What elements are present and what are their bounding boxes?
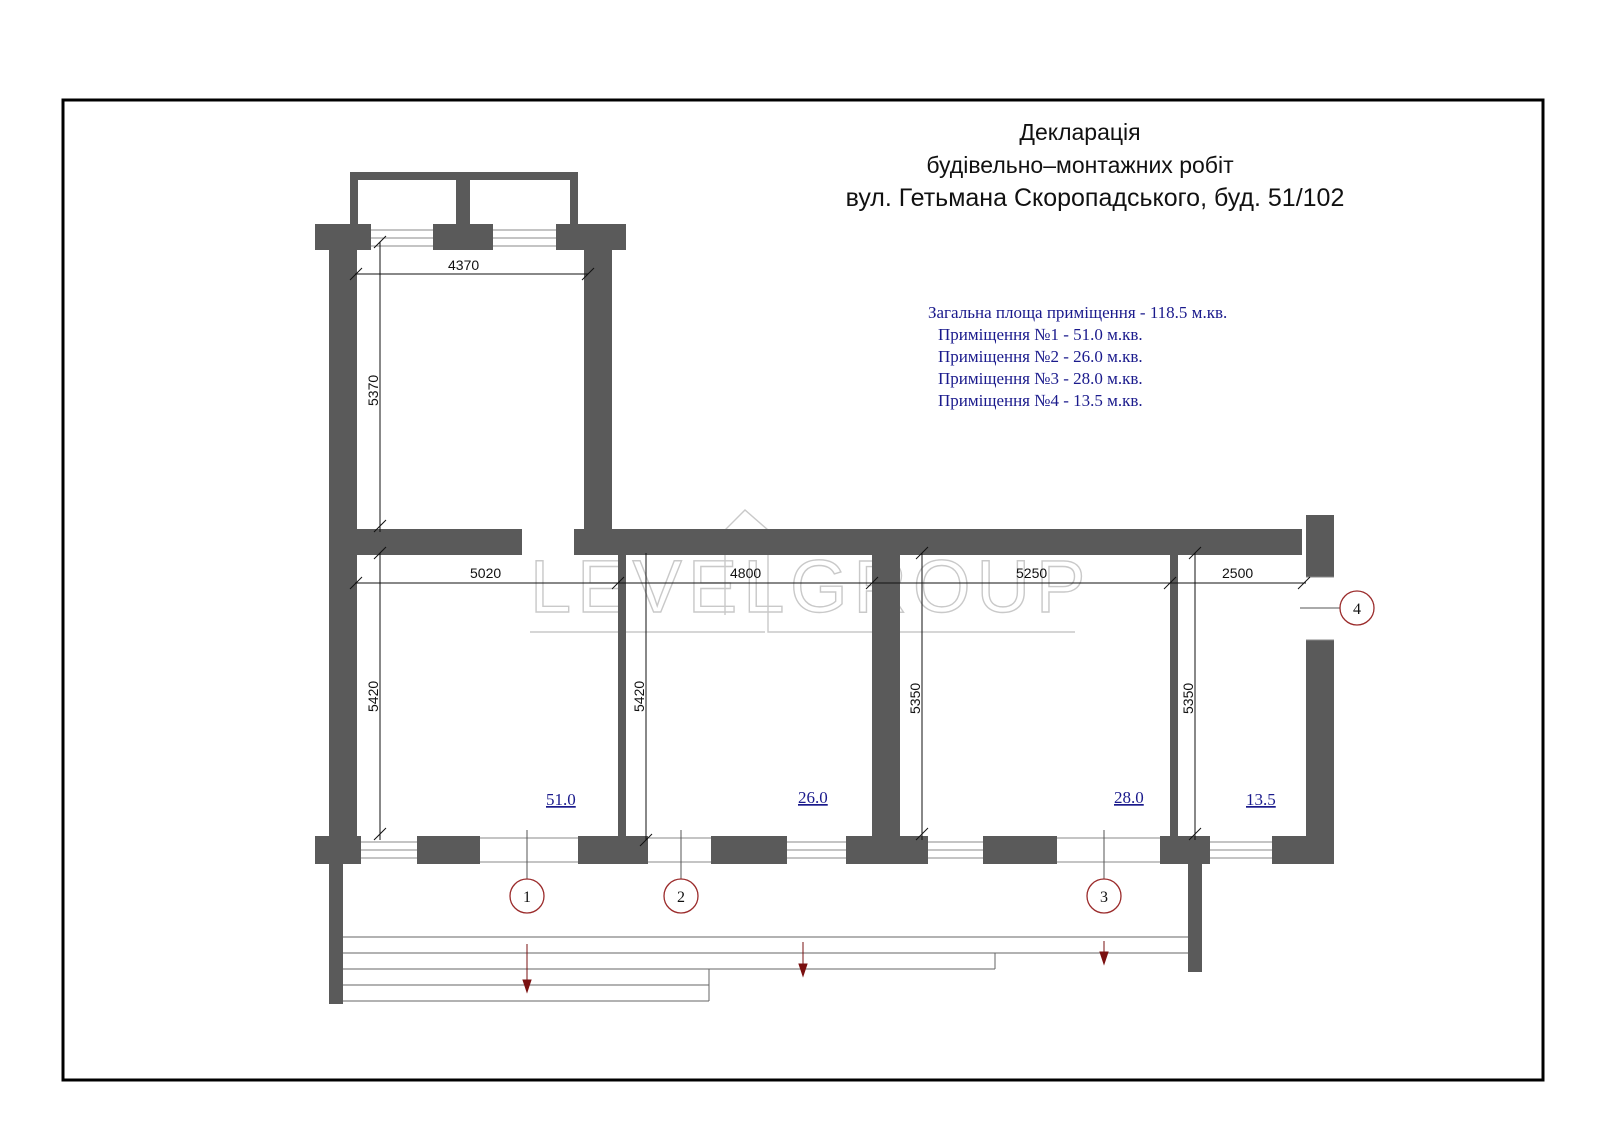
axis-circle-4 bbox=[1339, 590, 1375, 626]
arrow-down-icon bbox=[1099, 951, 1109, 966]
dim-room3-width: 5250 bbox=[1016, 565, 1047, 581]
axis-label-1: 1 bbox=[523, 889, 531, 906]
dimension-lines bbox=[349, 235, 1311, 847]
title-address: вул. Гетьмана Скоропадського, буд. 51/10… bbox=[846, 184, 1345, 212]
room-area-1: Приміщення №1 - 51.0 м.кв. bbox=[938, 325, 1143, 344]
axis-label-3: 3 bbox=[1100, 889, 1108, 906]
watermark-level: LEVEL bbox=[530, 545, 790, 628]
dim-room1-width: 5020 bbox=[470, 565, 501, 581]
watermark: LEVEL GROUP bbox=[529, 509, 1091, 633]
room-label-1: 51.0 bbox=[546, 790, 576, 809]
window-lines bbox=[361, 229, 1334, 863]
room-label-3: 28.0 bbox=[1114, 788, 1144, 807]
dim-room1-height: 5420 bbox=[365, 681, 381, 712]
axis-circle-2 bbox=[663, 878, 699, 914]
watermark-group: GROUP bbox=[790, 545, 1091, 628]
arrow-down-icon bbox=[522, 979, 532, 994]
axis-label-2: 2 bbox=[677, 889, 685, 906]
axis-circle-3 bbox=[1086, 878, 1122, 914]
axis-label-4: 4 bbox=[1353, 601, 1361, 618]
walls bbox=[315, 172, 1334, 1004]
room-area-labels: 51.0 26.0 28.0 13.5 bbox=[546, 788, 1276, 809]
title-line-1: Декларація bbox=[1019, 119, 1140, 145]
slope-arrows bbox=[522, 941, 1109, 994]
room-label-2: 26.0 bbox=[798, 788, 828, 807]
dim-room4-height: 5350 bbox=[1180, 683, 1196, 714]
area-legend: Загальна площа приміщення - 118.5 м.кв. … bbox=[928, 303, 1227, 410]
terrace-steps bbox=[343, 936, 1188, 1002]
arrow-down-icon bbox=[798, 963, 808, 978]
axis-circle-1 bbox=[509, 878, 545, 914]
dim-top-height: 5370 bbox=[365, 375, 381, 406]
dimension-labels: 4370 5370 5020 4800 5250 2500 5420 5420 … bbox=[365, 257, 1253, 714]
title-block: Декларація будівельно–монтажних робіт ву… bbox=[846, 119, 1345, 212]
dim-room3-height: 5350 bbox=[907, 683, 923, 714]
room-label-4: 13.5 bbox=[1246, 790, 1276, 809]
dim-room2-height: 5420 bbox=[631, 681, 647, 712]
room-area-3: Приміщення №3 - 28.0 м.кв. bbox=[938, 369, 1143, 388]
room-area-2: Приміщення №2 - 26.0 м.кв. bbox=[938, 347, 1143, 366]
total-area: Загальна площа приміщення - 118.5 м.кв. bbox=[928, 303, 1227, 322]
title-line-2: будівельно–монтажних робіт bbox=[926, 152, 1234, 178]
axis-markers: 1 2 3 4 bbox=[509, 590, 1375, 914]
dim-top-width: 4370 bbox=[448, 257, 479, 273]
drawing-frame bbox=[61, 98, 1545, 1082]
dim-room2-width: 4800 bbox=[730, 565, 761, 581]
dim-room4-width: 2500 bbox=[1222, 565, 1253, 581]
room-area-4: Приміщення №4 - 13.5 м.кв. bbox=[938, 391, 1143, 410]
